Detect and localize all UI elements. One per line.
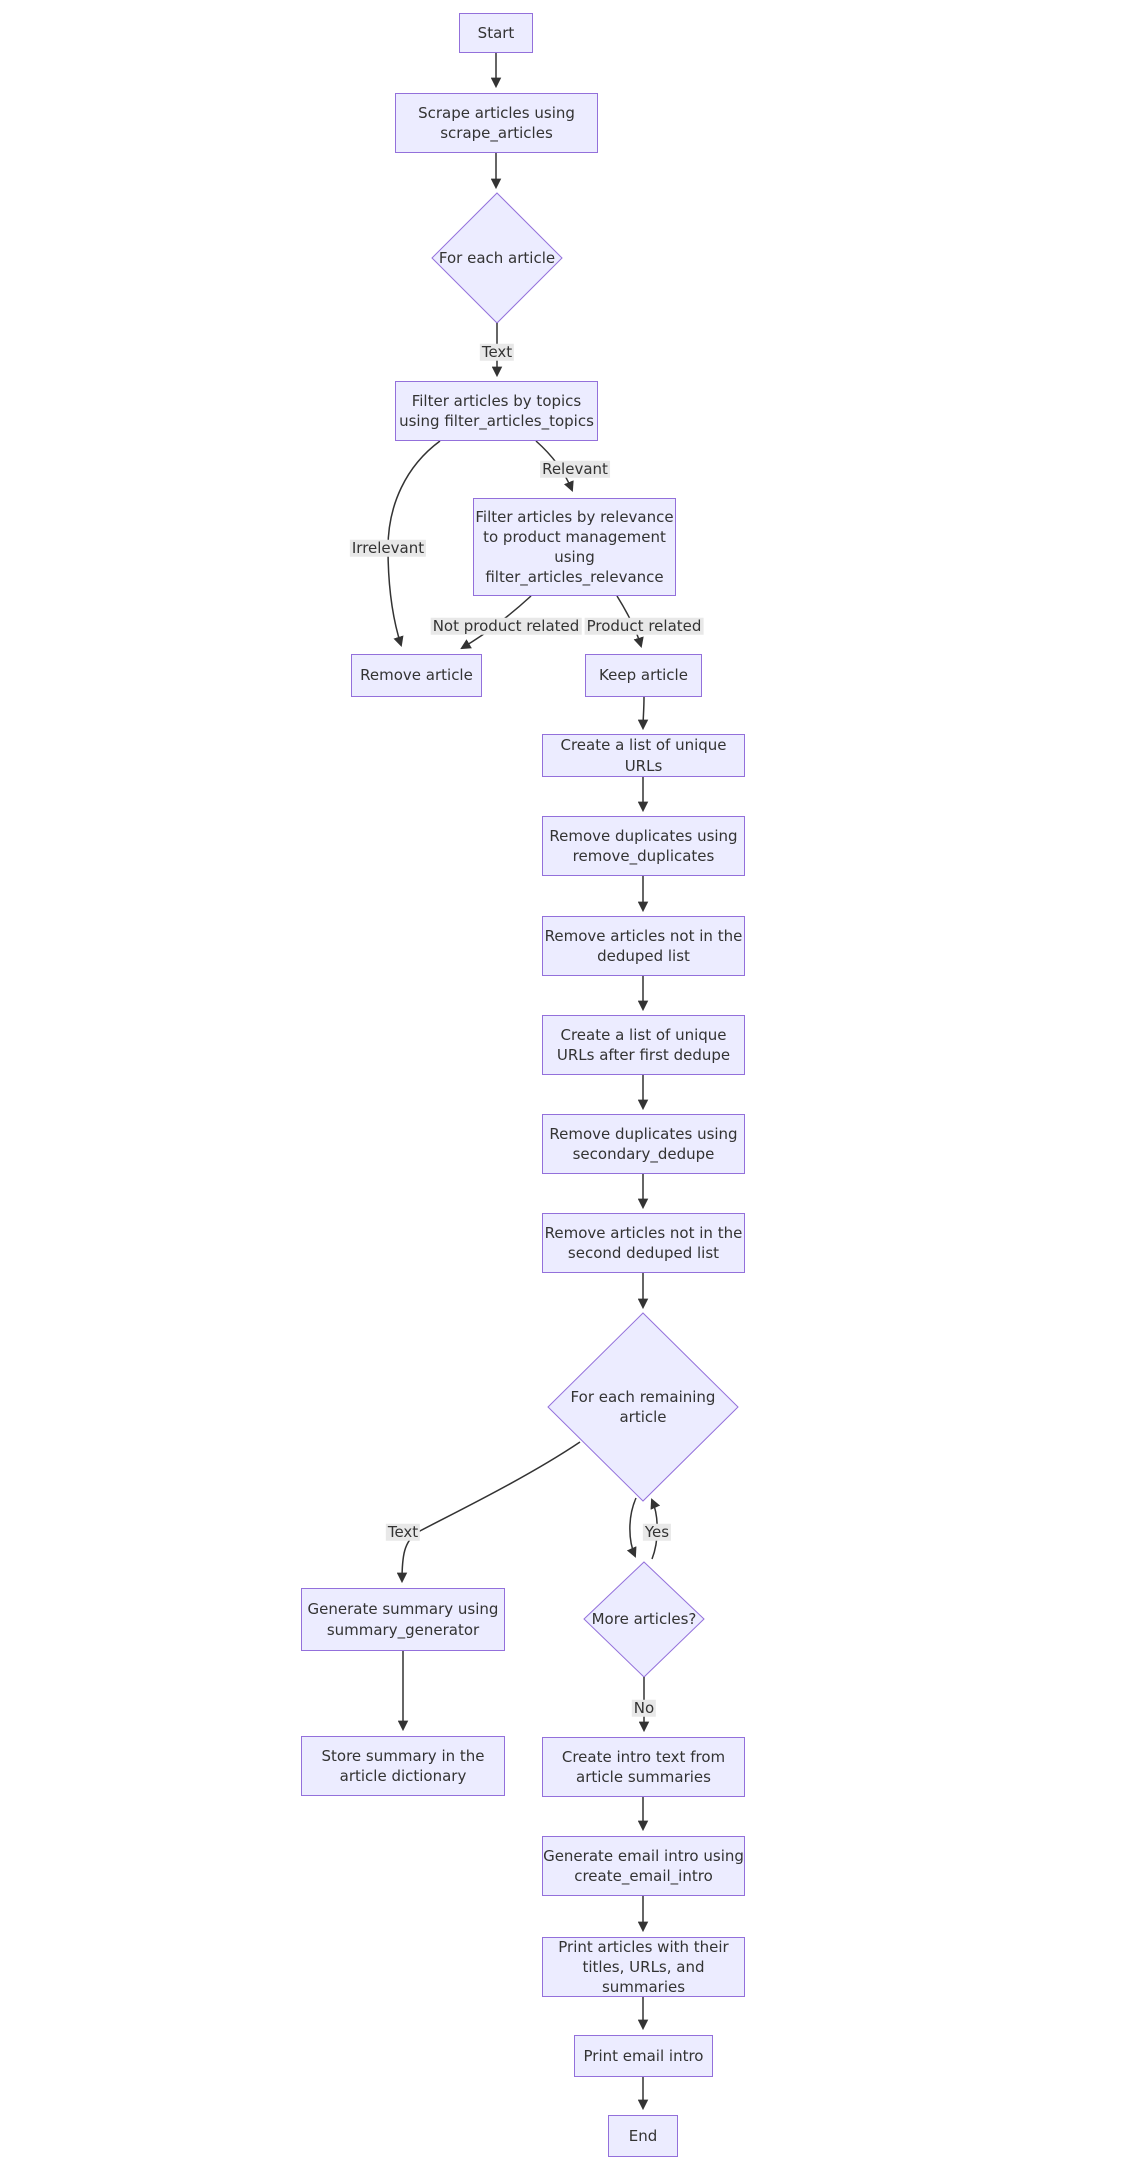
node-remove-duplicates-label: Remove duplicates using remove_duplicate… xyxy=(549,826,738,865)
node-remove-not-in-deduped-label: Remove articles not in the deduped list xyxy=(544,926,743,965)
node-filter-relevance: Filter articles by relevance to product … xyxy=(473,498,676,596)
node-filter-topics: Filter articles by topics using filter_a… xyxy=(395,381,598,441)
node-remove-not-in-second-label: Remove articles not in the second dedupe… xyxy=(544,1223,743,1262)
node-keep-article: Keep article xyxy=(585,654,702,697)
node-remove-not-in-second: Remove articles not in the second dedupe… xyxy=(542,1213,745,1273)
node-create-intro-label: Create intro text from article summaries xyxy=(561,1747,726,1786)
node-filter-topics-label: Filter articles by topics using filter_a… xyxy=(399,391,594,430)
node-secondary-dedupe: Remove duplicates using secondary_dedupe xyxy=(542,1114,745,1174)
node-generate-email-intro-label: Generate email intro using create_email_… xyxy=(543,1846,744,1885)
node-secondary-dedupe-label: Remove duplicates using secondary_dedupe xyxy=(549,1124,738,1163)
node-print-email-intro-label: Print email intro xyxy=(583,2046,704,2065)
node-unique-urls-after-first: Create a list of unique URLs after first… xyxy=(542,1015,745,1075)
node-keep-article-label: Keep article xyxy=(599,666,688,685)
node-store-summary: Store summary in the article dictionary xyxy=(301,1736,505,1796)
node-remove-article: Remove article xyxy=(351,654,482,697)
edge-label-no: No xyxy=(631,1698,657,1717)
edge-label-product-related: Product related xyxy=(584,616,704,635)
edge-foreachrem-morearticles xyxy=(626,1497,637,1558)
node-more-articles-label: More articles? xyxy=(591,1610,697,1629)
node-create-intro: Create intro text from article summaries xyxy=(542,1737,745,1797)
edge-label-yes: Yes xyxy=(642,1522,672,1541)
node-generate-email-intro: Generate email intro using create_email_… xyxy=(542,1836,745,1896)
node-for-each-article-label: For each article xyxy=(438,248,556,267)
node-for-each-remaining-label: For each remaining article xyxy=(570,1387,716,1426)
node-generate-summary: Generate summary using summary_generator xyxy=(301,1588,505,1651)
edge-label-relevant: Relevant xyxy=(540,459,610,478)
edge-label-irrelevant: Irrelevant xyxy=(349,538,427,557)
diamond-for-each-remaining xyxy=(547,1312,739,1502)
node-scrape-articles-label: Scrape articles using scrape_articles xyxy=(418,103,575,142)
edge-label-text-2: Text xyxy=(385,1522,421,1541)
node-store-summary-label: Store summary in the article dictionary xyxy=(321,1746,485,1785)
node-remove-article-label: Remove article xyxy=(360,666,473,685)
node-print-articles-label: Print articles with their titles, URLs, … xyxy=(558,1937,729,1997)
node-end-label: End xyxy=(628,2126,658,2145)
edge-keep-uniqueurls xyxy=(637,696,649,731)
node-start-label: Start xyxy=(477,23,515,42)
node-unique-urls-after-first-label: Create a list of unique URLs after first… xyxy=(556,1025,731,1064)
node-remove-not-in-deduped: Remove articles not in the deduped list xyxy=(542,916,745,976)
node-scrape-articles: Scrape articles using scrape_articles xyxy=(395,93,598,153)
node-unique-urls-label: Create a list of unique URLs xyxy=(560,736,727,775)
edge-text-generate-summary xyxy=(396,1441,581,1584)
node-more-articles: More articles? xyxy=(584,1562,704,1677)
node-generate-summary-label: Generate summary using summary_generator xyxy=(307,1600,499,1639)
edge-label-not-product-related: Not product related xyxy=(430,616,582,635)
edge-label-text-1: Text xyxy=(479,342,515,361)
node-start: Start xyxy=(459,13,533,53)
node-print-email-intro: Print email intro xyxy=(574,2035,713,2077)
node-unique-urls: Create a list of unique URLs xyxy=(542,734,745,777)
node-for-each-article: For each article xyxy=(432,193,562,323)
node-end: End xyxy=(608,2115,678,2157)
node-print-articles: Print articles with their titles, URLs, … xyxy=(542,1937,745,1997)
node-for-each-remaining: For each remaining article xyxy=(548,1313,738,1501)
node-remove-duplicates: Remove duplicates using remove_duplicate… xyxy=(542,816,745,876)
node-filter-relevance-label: Filter articles by relevance to product … xyxy=(475,507,674,587)
